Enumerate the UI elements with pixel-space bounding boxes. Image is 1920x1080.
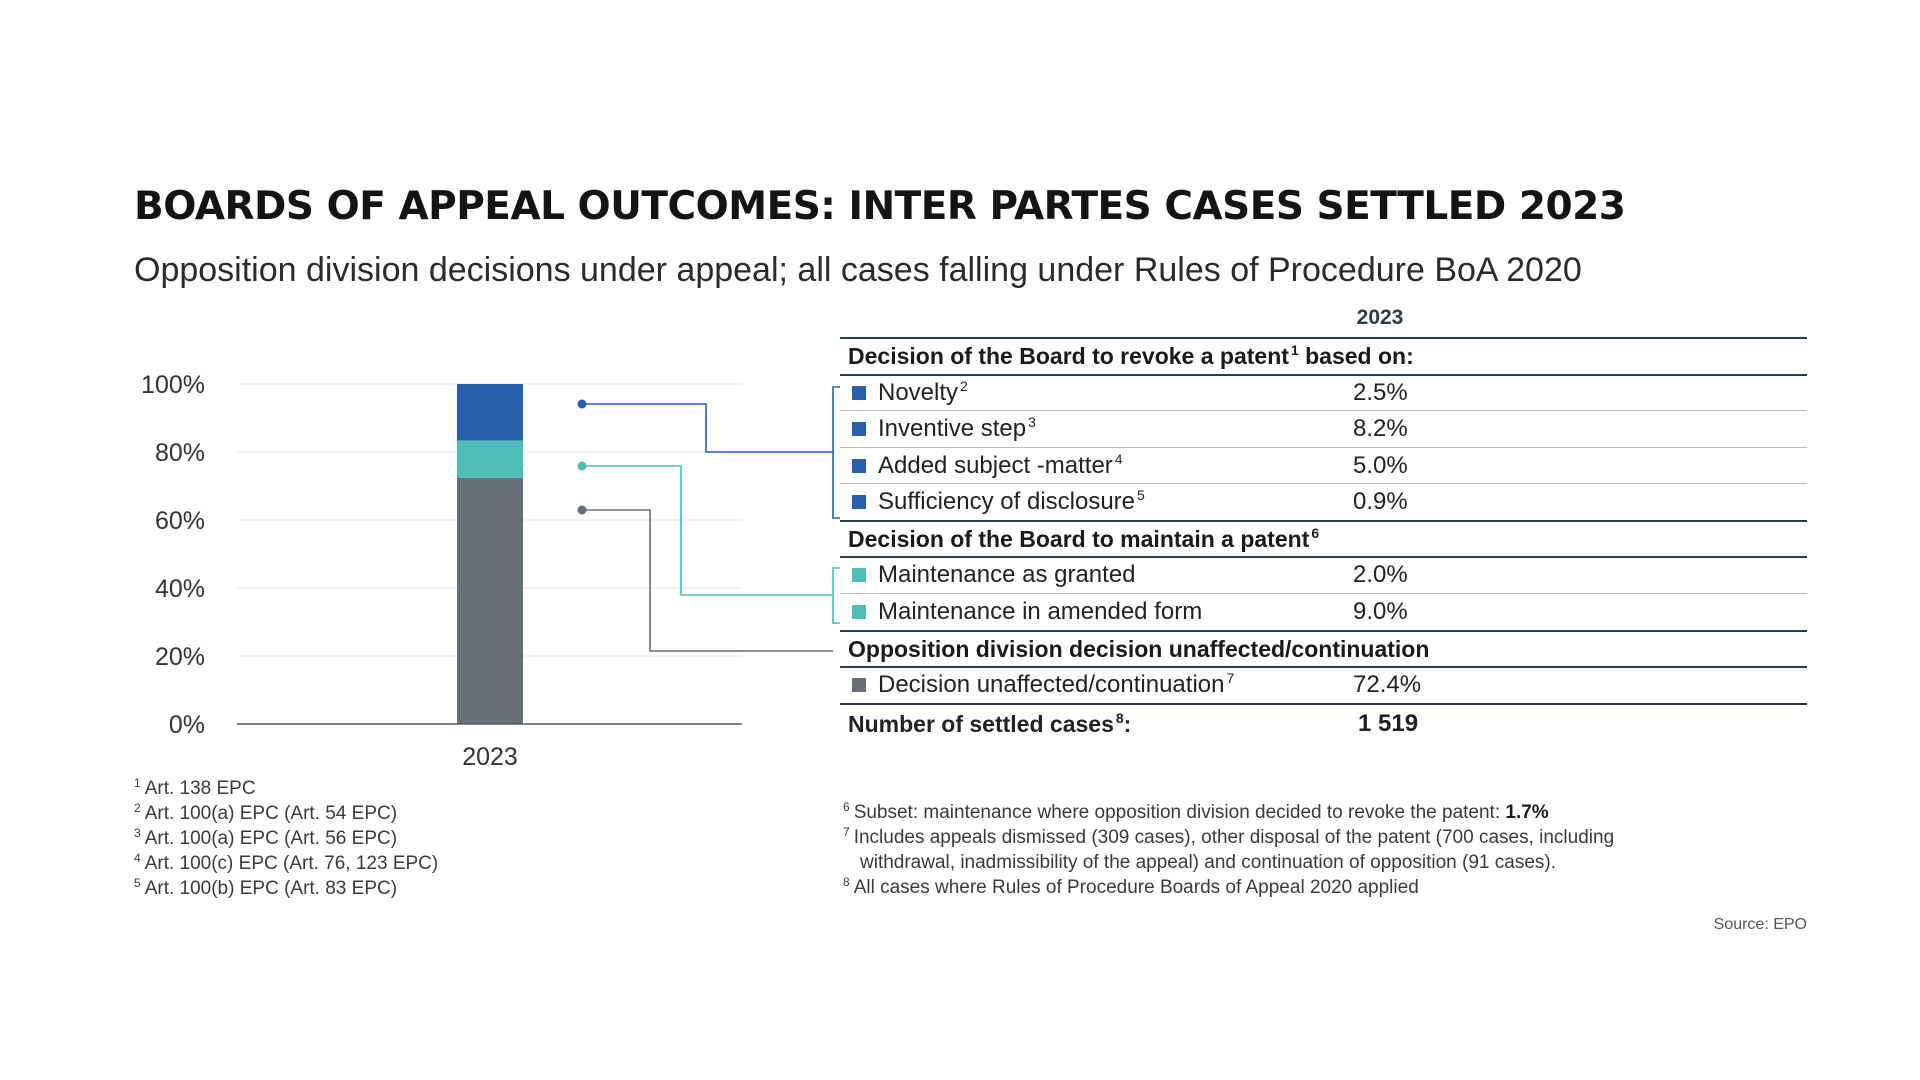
row-value: 0.9% <box>1353 488 1408 516</box>
y-tick-label: 20% <box>155 643 205 671</box>
bar-segment-unaffected <box>457 478 523 724</box>
table-year-header: 2023 <box>1320 306 1440 330</box>
footnotes-right: 6Subset: maintenance where opposition di… <box>843 800 1803 900</box>
connector-line-unaffected <box>582 510 833 651</box>
legend-swatch-unaffected <box>852 678 866 692</box>
row-value: 5.0% <box>1353 452 1408 480</box>
legend-swatch-revoke <box>852 459 866 473</box>
maintain-heading: Decision of the Board to maintain a pate… <box>840 521 1807 557</box>
legend-swatch-revoke <box>852 386 866 400</box>
x-tick-label: 2023 <box>462 743 518 771</box>
bracket-revoke <box>833 387 840 518</box>
footnote-6: 6Subset: maintenance where opposition di… <box>843 800 1803 825</box>
table-row-total: Number of settled cases8: 1 519 <box>840 706 1807 742</box>
row-value: 72.4% <box>1353 671 1421 699</box>
footnote-3: 3Art. 100(a) EPC (Art. 56 EPC) <box>134 826 554 851</box>
row-value: 2.5% <box>1353 379 1408 407</box>
table-row-novelty: Novelty2 2.5% <box>840 375 1807 411</box>
unaffected-heading: Opposition division decision unaffected/… <box>840 631 1807 667</box>
connector-line-revoke <box>582 404 833 452</box>
legend-swatch-revoke <box>852 495 866 509</box>
revoke-heading-label: Decision of the Board to revoke a patent… <box>848 343 1414 370</box>
table-row-decision-unaffected: Decision unaffected/continuation7 72.4% <box>840 667 1807 703</box>
footnote-2: 2Art. 100(a) EPC (Art. 54 EPC) <box>134 801 554 826</box>
legend-swatch-maintain <box>852 568 866 582</box>
table-row-maintenance-granted: Maintenance as granted 2.0% <box>840 557 1807 593</box>
source-note: Source: EPO <box>1714 916 1807 934</box>
bar-segment-maintain <box>457 440 523 477</box>
total-value: 1 519 <box>1358 710 1418 738</box>
footnote-8: 8All cases where Rules of Procedure Boar… <box>843 875 1803 900</box>
connector-line-maintain <box>582 466 833 595</box>
footnote-7: 7Includes appeals dismissed (309 cases),… <box>843 825 1803 850</box>
bar-segment-revoke <box>457 384 523 440</box>
total-label: Number of settled cases8: <box>848 711 1131 738</box>
bracket-maintain <box>833 568 840 623</box>
revoke-heading: Decision of the Board to revoke a patent… <box>840 338 1807 374</box>
footnotes-left: 1Art. 138 EPC 2Art. 100(a) EPC (Art. 54 … <box>134 776 554 901</box>
y-tick-label: 40% <box>155 575 205 603</box>
footnote-1: 1Art. 138 EPC <box>134 776 554 801</box>
y-tick-label: 80% <box>155 439 205 467</box>
footnote-7-continued: withdrawal, inadmissibility of the appea… <box>843 850 1803 875</box>
footnote-5: 5Art. 100(b) EPC (Art. 83 EPC) <box>134 876 554 901</box>
table-row-inventive-step: Inventive step3 8.2% <box>840 411 1807 447</box>
row-value: 8.2% <box>1353 415 1408 443</box>
legend-swatch-revoke <box>852 422 866 436</box>
footnote-4: 4Art. 100(c) EPC (Art. 76, 123 EPC) <box>134 851 554 876</box>
total-top-rule <box>840 703 1807 705</box>
y-tick-label: 60% <box>155 507 205 535</box>
y-tick-label: 0% <box>169 711 205 739</box>
table-row-maintenance-amended: Maintenance in amended form 9.0% <box>840 594 1807 630</box>
row-value: 9.0% <box>1353 598 1408 626</box>
table-row-added-subject-matter: Added subject -matter4 5.0% <box>840 448 1807 484</box>
maintain-heading-label: Decision of the Board to maintain a pate… <box>848 526 1319 553</box>
unaffected-heading-label: Opposition division decision unaffected/… <box>848 636 1429 663</box>
row-value: 2.0% <box>1353 561 1408 589</box>
y-tick-label: 100% <box>141 371 205 399</box>
legend-swatch-maintain <box>852 605 866 619</box>
table-row-sufficiency: Sufficiency of disclosure5 0.9% <box>840 484 1807 520</box>
